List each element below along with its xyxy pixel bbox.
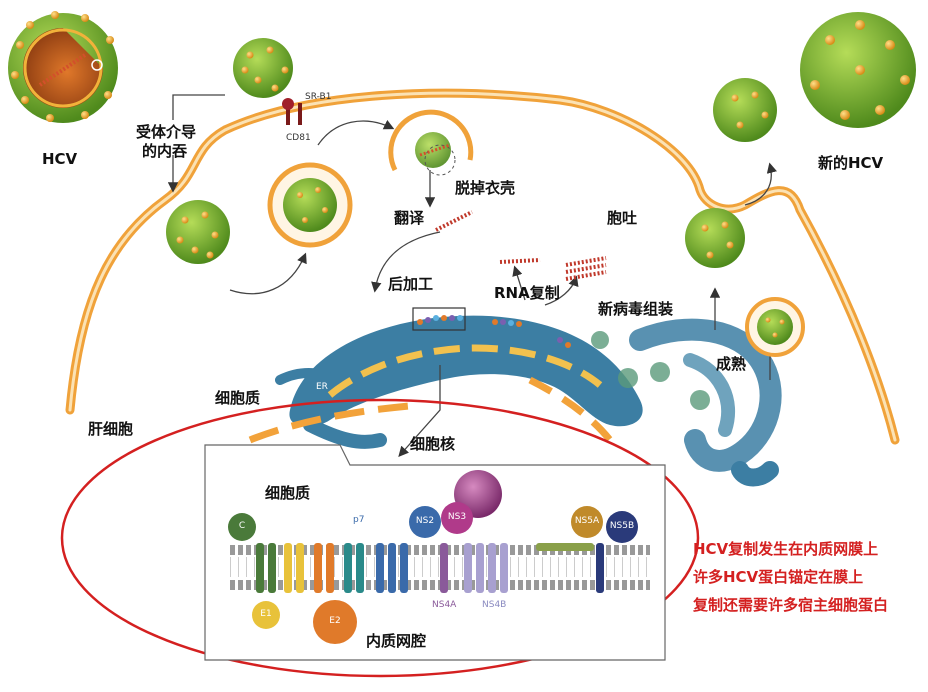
endoplasmic-reticulum [275, 315, 782, 487]
new-hcv-icon [713, 12, 916, 142]
highlight-ellipse [60, 398, 700, 678]
uncoating-icon [388, 109, 474, 176]
exocytosis-label: 胞吐 [607, 209, 638, 227]
endocytosis-label-line2: 的内吞 [142, 142, 188, 160]
receptor-icon [282, 98, 302, 125]
maturation-vesicle-icon [745, 297, 805, 357]
maturation-label: 成熟 [716, 355, 747, 373]
endosome-icon [267, 162, 353, 248]
exocytosis-virus-icon [685, 208, 745, 268]
ribosome-dots [417, 315, 571, 348]
protein-ns3-label: NS3 [447, 512, 467, 522]
er-label: ER [316, 382, 328, 392]
sr-b1-label: SR-B1 [305, 92, 332, 102]
protein-ns2-icon [409, 506, 441, 538]
hcv-label: HCV [42, 150, 78, 168]
assembly-label: 新病毒组装 [598, 300, 674, 318]
rna-replication-label: RNA复制 [494, 284, 560, 302]
ns4b-label: NS4B [482, 600, 507, 610]
protein-ns5a-label: NS5A [574, 516, 600, 526]
endocytosis-virus-icon [166, 200, 230, 264]
virus-binding-icon [233, 38, 293, 98]
er-lumen-label: 内质网腔 [366, 632, 427, 650]
flow-arrows [167, 94, 777, 457]
ns4a-label: NS4A [432, 600, 457, 610]
endocytosis-label-line1: 受体介导 [136, 123, 197, 141]
assembly-particle-icon [591, 331, 609, 349]
protein-e2-label: E2 [329, 616, 341, 626]
note-line-1: HCV复制发生在内质网膜上 [693, 540, 879, 558]
note-line-2: 许多HCV蛋白锚定在膜上 [693, 568, 864, 586]
rna-strands [435, 210, 607, 281]
protein-ns2-label: NS2 [415, 516, 435, 526]
cd81-label: CD81 [286, 133, 311, 143]
protein-e2-icon [313, 600, 357, 644]
protein-c-label: C [238, 521, 246, 531]
protein-ns5b-icon [606, 511, 638, 543]
p7-label: p7 [353, 515, 365, 525]
uncoating-label: 脱掉衣壳 [455, 179, 516, 197]
new-hcv-label: 新的HCV [818, 154, 884, 172]
note-line-3: 复制还需要许多宿主细胞蛋白 [693, 596, 889, 614]
hepatocyte-label: 肝细胞 [88, 420, 134, 438]
protein-ns3-icon [441, 502, 473, 534]
post-processing-label: 后加工 [388, 275, 434, 293]
protein-ns5b-label: NS5B [609, 521, 635, 531]
nucleus-label: 细胞核 [410, 435, 456, 453]
inset-cytoplasm-label: 细胞质 [265, 484, 311, 502]
hcv-virion-icon [8, 11, 118, 123]
protein-e1-icon [252, 601, 280, 629]
translation-label: 翻译 [394, 209, 425, 227]
protein-c-icon [228, 513, 256, 541]
transmembrane-helices [256, 543, 604, 593]
cytoplasm-label: 细胞质 [215, 389, 261, 407]
protein-e1-label: E1 [260, 609, 272, 619]
protein-ns5a-icon [571, 506, 603, 538]
